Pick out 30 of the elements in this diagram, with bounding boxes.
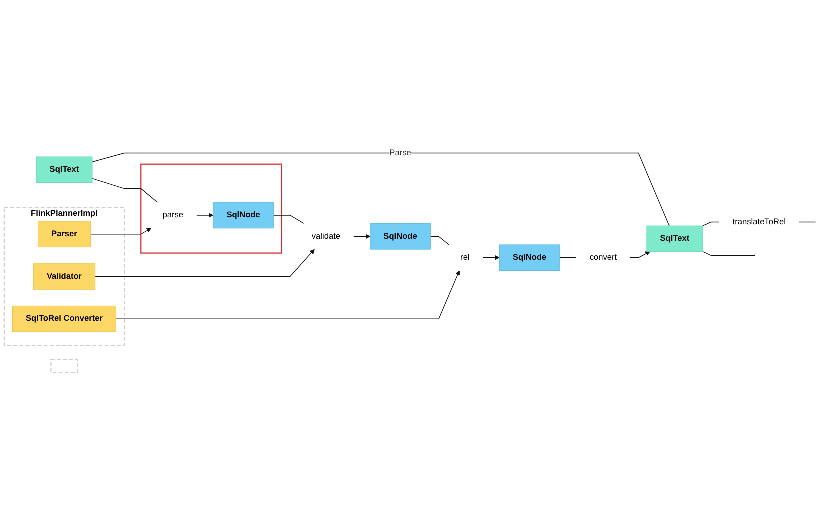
connector (702, 222, 720, 226)
node-box: SqlText (36, 156, 93, 184)
node-box: SqlNode (370, 224, 431, 250)
node-box: SqlToRel Converter (12, 306, 116, 332)
node-box: Validator (33, 264, 96, 290)
arrow (630, 252, 650, 258)
node-box: Parser (38, 221, 91, 248)
node-text: parse (162, 210, 184, 220)
node-box: SqlNode (213, 202, 274, 229)
connector (273, 215, 305, 224)
edge-label: Parse (390, 148, 412, 158)
node-box: SqlNode (499, 244, 560, 271)
node-text: convert (590, 252, 618, 262)
connector (430, 236, 450, 246)
cluster (140, 164, 283, 254)
connector (92, 152, 670, 226)
arrow (353, 234, 371, 240)
node-text: rel (460, 252, 470, 262)
connector (798, 222, 816, 223)
connector (92, 178, 158, 203)
connector (702, 251, 756, 256)
arrow (90, 228, 152, 235)
node-text: validate (312, 232, 340, 241)
node-box: SqlText (646, 226, 704, 252)
arrow (482, 255, 500, 260)
arrow (94, 249, 315, 278)
node-text: translateToRel (732, 217, 786, 227)
arrow (116, 270, 460, 320)
node-box (50, 359, 78, 374)
arrow (196, 213, 214, 218)
